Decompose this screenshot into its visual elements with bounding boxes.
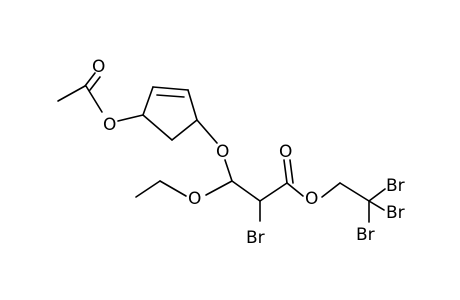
bond-acetal-alpha bbox=[231, 180, 261, 202]
atom-label-br-bottom: Br bbox=[356, 225, 375, 245]
bond-ring-c4-c5 bbox=[171, 119, 198, 141]
bond-ethoxy-o-ch2 bbox=[159, 180, 187, 197]
atom-label-br-alpha: Br bbox=[246, 228, 265, 248]
bond-ring-c3-c4 bbox=[187, 89, 198, 121]
bond-ester-double-1 bbox=[283, 159, 288, 184]
atom-label-carbonyl-o-ester: O bbox=[279, 142, 292, 162]
bond-carbonyl-ester-o-2 bbox=[286, 182, 304, 197]
bond-ch2-cbr3 bbox=[339, 182, 370, 202]
bond-ring-c2-c3 bbox=[152, 86, 189, 91]
atom-label-carbonyl-o-acetyl: O bbox=[92, 57, 105, 77]
bond-ether-o-acetal bbox=[224, 159, 233, 182]
bond-ring-ether-o bbox=[196, 119, 218, 144]
bond-cbr3-br-top bbox=[368, 188, 386, 202]
bond-ring-c1-c2 bbox=[142, 86, 154, 116]
bond-ring-double bbox=[156, 94, 185, 98]
bond-carbonyl-double-1 bbox=[84, 72, 96, 87]
bond-ester-double-2 bbox=[289, 159, 294, 184]
bond-cbr3-br-mid bbox=[368, 200, 385, 211]
atom-label-ester-o: O bbox=[305, 189, 318, 209]
bond-methyl-carbonyl bbox=[57, 85, 86, 102]
atom-label-ethoxy-o: O bbox=[188, 189, 201, 209]
bond-ethoxy-ch2-ch3 bbox=[135, 180, 161, 198]
bond-carbonyl-double-2 bbox=[89, 76, 101, 91]
atom-label-ester-o-acetyl: O bbox=[103, 115, 116, 135]
atom-label-br-top: Br bbox=[386, 176, 405, 196]
bond-ester-o-ch2 bbox=[321, 182, 341, 198]
bond-ester-o-ring bbox=[117, 114, 144, 122]
bond-alpha-carbonyl bbox=[259, 182, 288, 202]
bond-acetal-ethoxy-o bbox=[205, 180, 233, 196]
bond-carbonyl-ester-o bbox=[85, 85, 103, 113]
atom-label-br-mid: Br bbox=[386, 203, 405, 223]
bond-ring-c5-c1 bbox=[142, 114, 173, 141]
atom-label-ether-o-ring: O bbox=[216, 142, 229, 162]
